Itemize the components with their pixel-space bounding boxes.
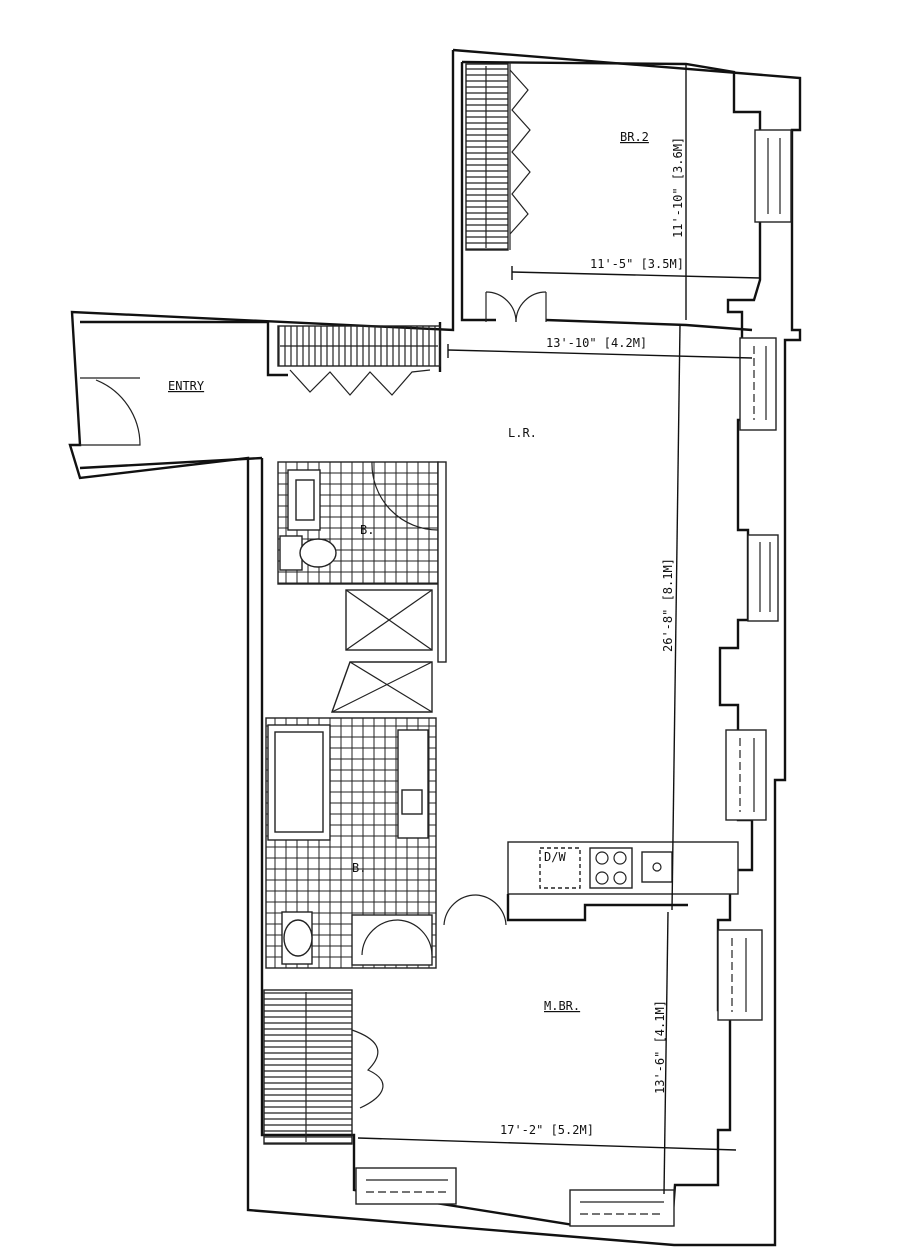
dim-mbr-width: 17'-2" [5.2M] <box>500 1123 594 1137</box>
dim-lr-width: 13'-10" [4.2M] <box>546 336 647 350</box>
shower-units <box>331 589 433 713</box>
dimension-lines <box>357 64 761 1195</box>
room-label-entry: ENTRY <box>168 379 205 393</box>
dim-lr-height: 26'-8" [8.1M] <box>661 558 675 652</box>
dimension-labels: 11'-10" [3.6M] 11'-5" [3.5M] 13'-10" [4.… <box>500 137 685 1137</box>
dim-mbr-height: 13'-6" [4.1M] <box>653 1000 667 1094</box>
room-label-bath-2: B. <box>352 861 366 875</box>
room-label-lr: L.R. <box>508 426 537 440</box>
room-labels: BR.2 ENTRY L.R. B. B. M.BR. <box>168 130 649 1013</box>
mbr-door[interactable] <box>443 894 507 926</box>
dim-br2-height: 11'-10" [3.6M] <box>671 137 685 238</box>
windows <box>355 129 792 1227</box>
kitchen: D/W <box>506 841 739 922</box>
br2-door[interactable] <box>485 291 547 323</box>
room-label-br2: BR.2 <box>620 130 649 144</box>
bath-1 <box>277 461 447 663</box>
kitchen-appliance-label: D/W <box>544 850 566 864</box>
entry-closet <box>277 325 441 396</box>
br2-closet <box>465 62 531 251</box>
outer-walls <box>68 48 802 1247</box>
stove-burners <box>595 851 627 885</box>
room-label-mbr: M.BR. <box>544 999 580 1013</box>
room-label-bath-1: B. <box>360 523 374 537</box>
bath-2 <box>265 717 437 969</box>
mbr-closet <box>263 989 384 1145</box>
entry-door[interactable] <box>80 377 141 446</box>
dim-br2-width: 11'-5" [3.5M] <box>590 257 684 271</box>
